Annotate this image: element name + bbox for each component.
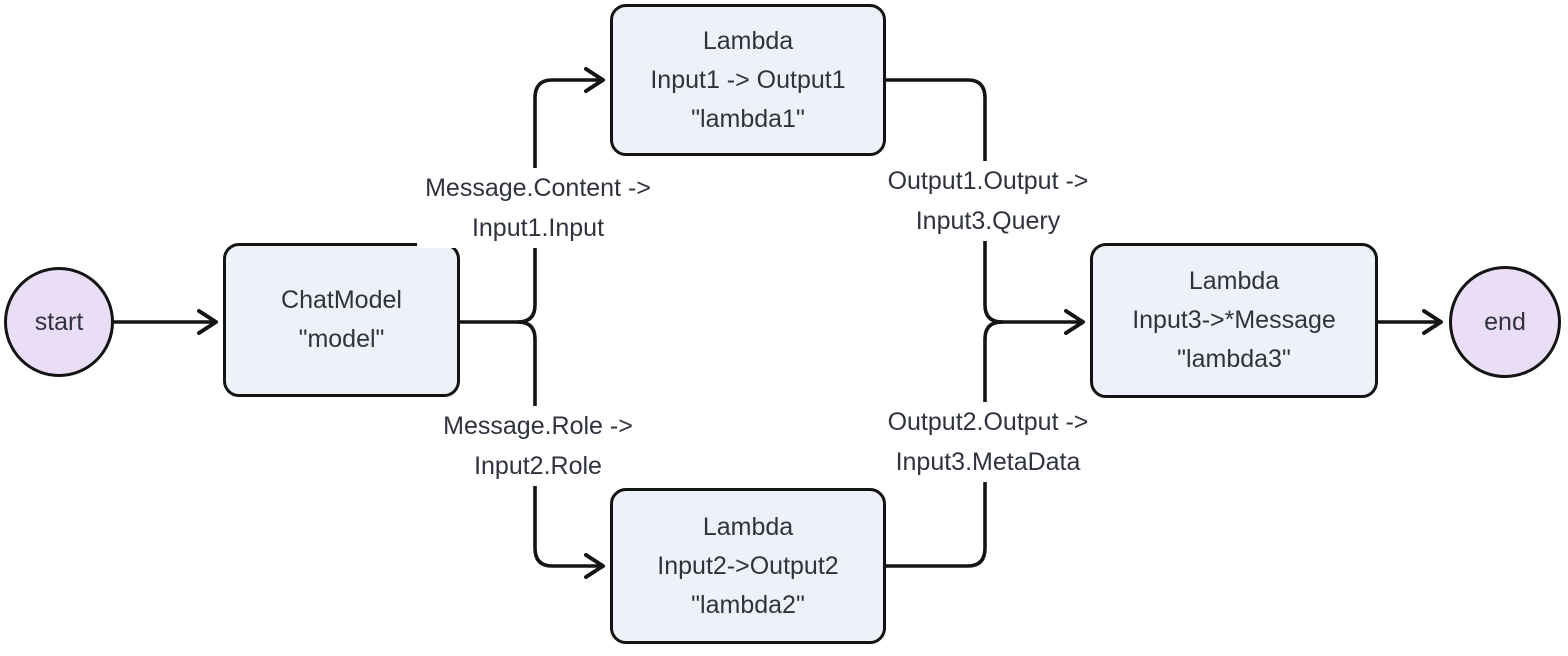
edge-chatmodel-to-lambda2 bbox=[516, 320, 605, 579]
edge-label-lambda1-lambda3: Output1.Output -> Input3.Query bbox=[879, 161, 1097, 241]
node-lambda1-line1: Lambda bbox=[702, 26, 794, 55]
node-end-label: end bbox=[1484, 307, 1526, 336]
node-chatmodel: ChatModel "model" bbox=[223, 243, 460, 397]
edge-lambda1-to-merge bbox=[884, 78, 1004, 324]
node-start-label: start bbox=[34, 307, 84, 336]
edge-label-line: Output1.Output -> bbox=[887, 167, 1089, 195]
node-lambda2-line3: "lambda2" bbox=[691, 590, 805, 619]
edge-label-line: Input1.Input bbox=[471, 214, 605, 242]
node-lambda3-line3: "lambda3" bbox=[1177, 345, 1291, 373]
node-lambda2-line2: Input2->Output2 bbox=[657, 551, 839, 580]
edge-label-chatmodel-lambda2: Message.Role -> Input2.Role bbox=[435, 406, 641, 486]
edge-label-line: Input2.Role bbox=[474, 452, 602, 480]
node-lambda3: Lambda Input3->*Message "lambda3" bbox=[1090, 243, 1378, 398]
node-lambda3-line1: Lambda bbox=[1188, 267, 1280, 295]
edge-label-line: Output2.Output -> bbox=[887, 408, 1089, 436]
edge-label-line: Input3.MetaData bbox=[895, 448, 1081, 476]
node-lambda1: Lambda Input1 -> Output1 "lambda1" bbox=[610, 4, 886, 156]
edge-label-line: Message.Role -> bbox=[443, 412, 633, 440]
node-start: start bbox=[4, 267, 114, 377]
edge-label-lambda2-lambda3: Output2.Output -> Input3.MetaData bbox=[879, 402, 1097, 482]
node-end: end bbox=[1449, 266, 1561, 378]
node-lambda2-line1: Lambda bbox=[702, 512, 794, 541]
node-chatmodel-line1: ChatModel bbox=[281, 286, 402, 314]
edge-lambda2-to-merge bbox=[884, 320, 1004, 568]
node-lambda3-line2: Input3->*Message bbox=[1132, 306, 1336, 334]
node-chatmodel-line2: "model" bbox=[298, 325, 385, 353]
node-lambda2: Lambda Input2->Output2 "lambda2" bbox=[610, 488, 886, 644]
edge-label-chatmodel-lambda1: Message.Content -> Input1.Input bbox=[417, 168, 659, 248]
node-lambda1-line2: Input1 -> Output1 bbox=[650, 65, 846, 94]
node-lambda1-line3: "lambda1" bbox=[691, 104, 805, 133]
edge-label-line: Message.Content -> bbox=[425, 174, 651, 202]
edge-label-line: Input3.Query bbox=[915, 207, 1061, 235]
